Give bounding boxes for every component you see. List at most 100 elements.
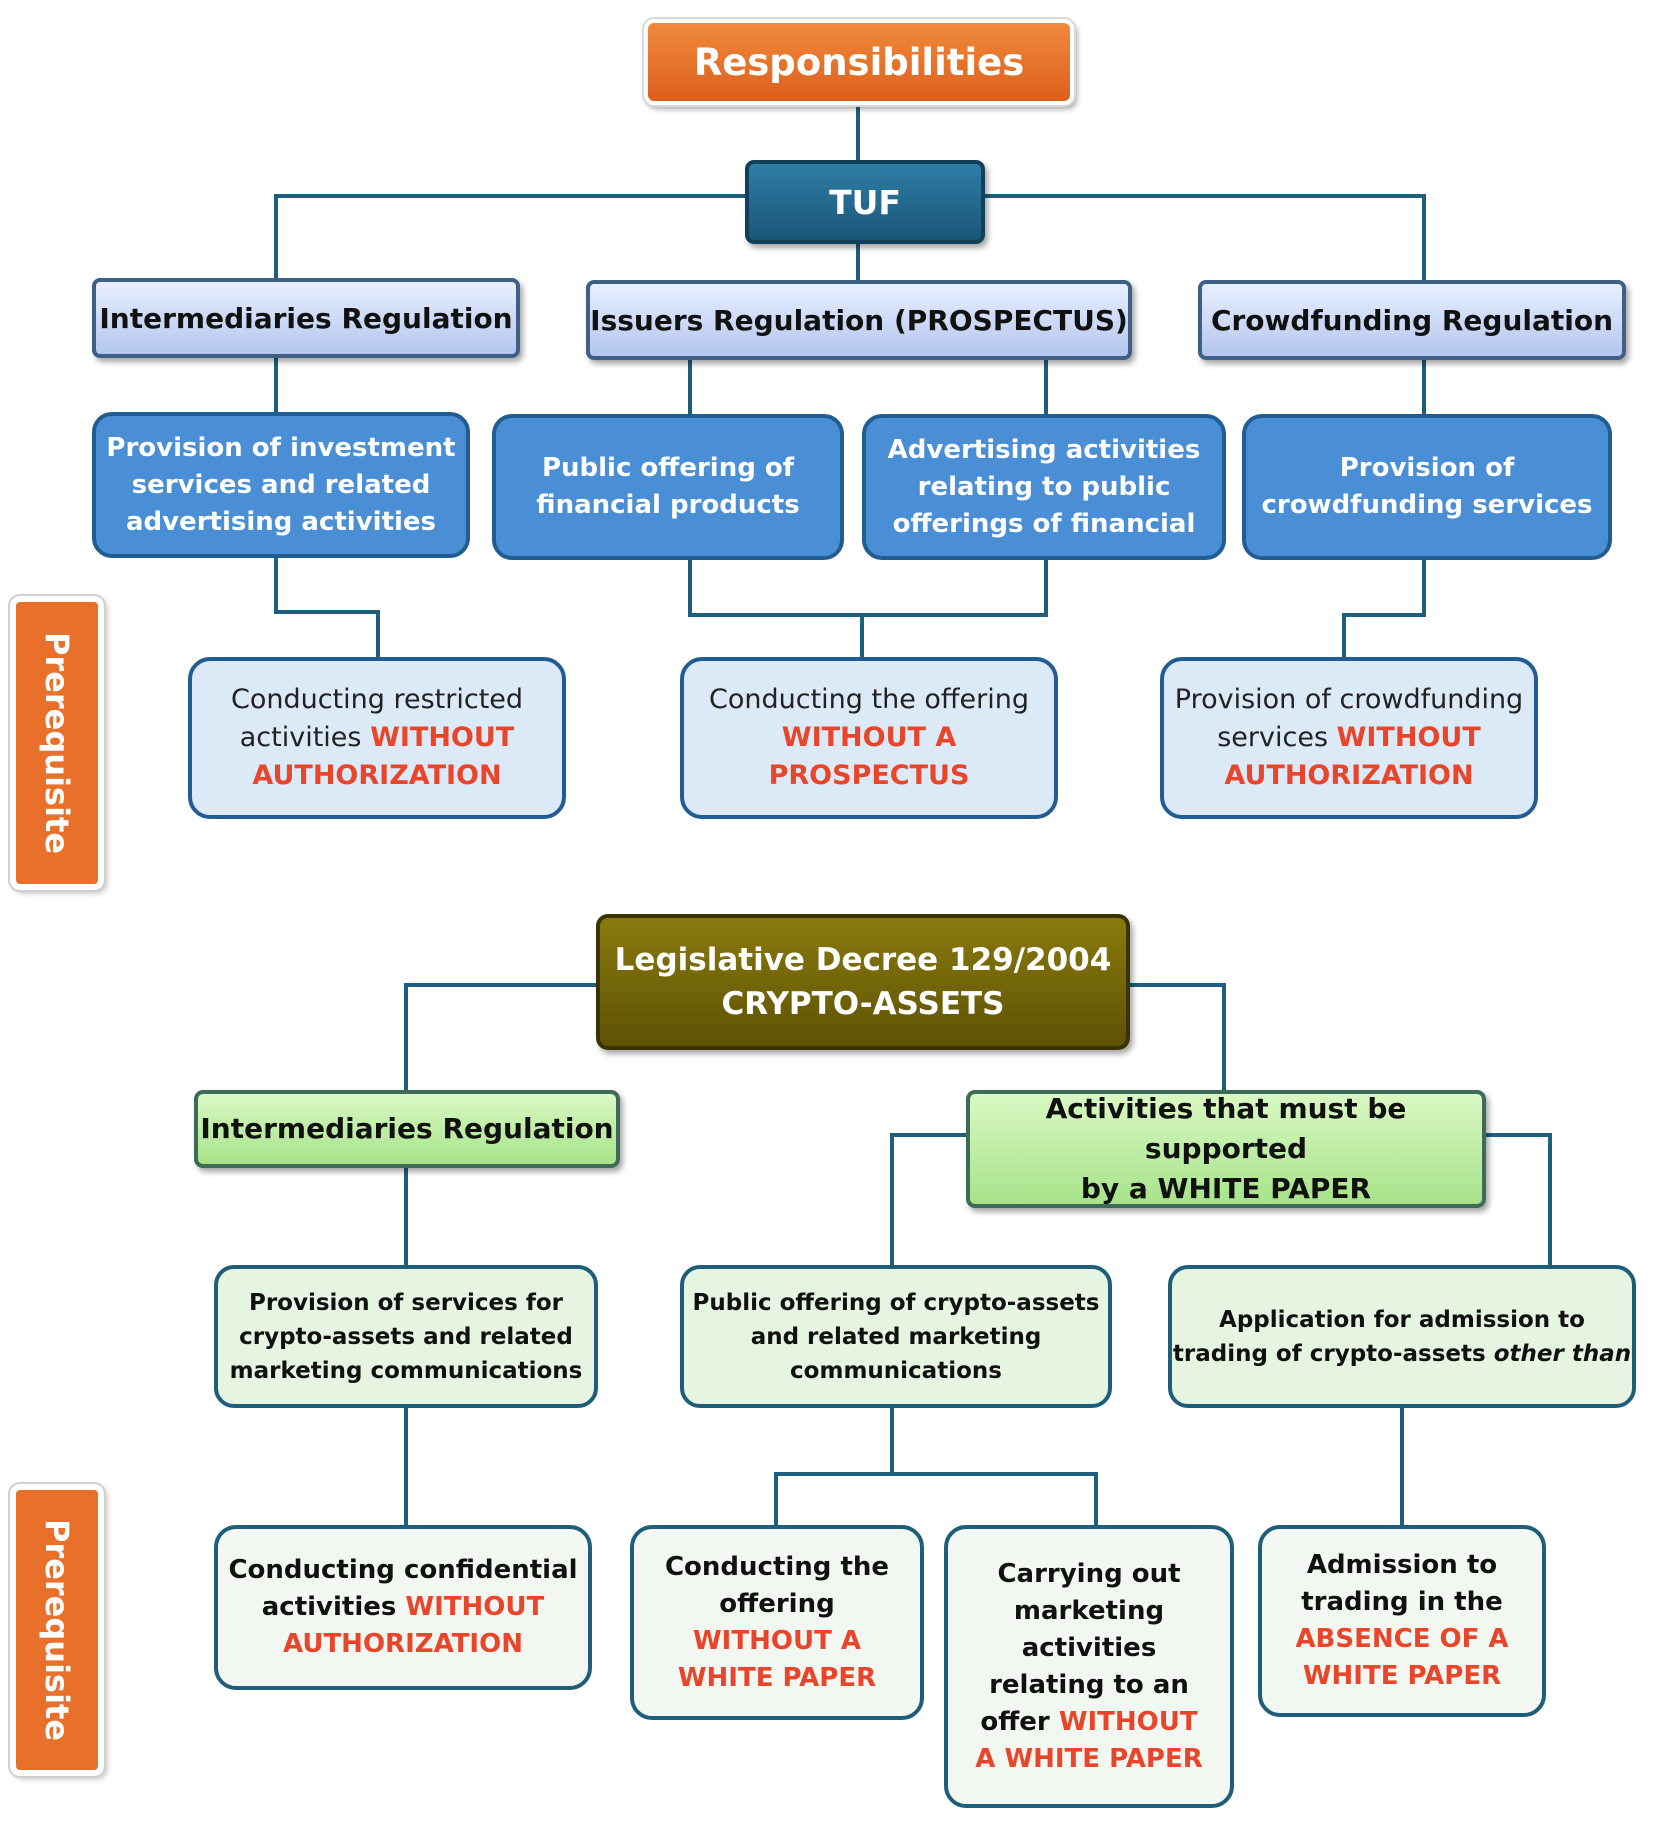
activity-line: Provision of services for: [248, 1289, 564, 1316]
prerequisite-text: offer: [980, 1706, 1059, 1737]
prerequisite-line: Conducting confidential: [228, 1555, 578, 1585]
prerequisite-line: relating to an: [989, 1669, 1189, 1700]
prerequisite-highlight: WITHOUT: [1058, 1706, 1198, 1737]
prerequisite-highlight: PROSPECTUS: [768, 760, 970, 791]
prerequisite-line: trading in the: [1301, 1587, 1503, 1617]
crowdfunding-regulation-label: Crowdfunding Regulation: [1210, 303, 1614, 337]
prerequisite-highlight: WHITE PAPER: [677, 1662, 877, 1693]
activity-line: Provision of investment: [106, 432, 456, 463]
prerequisite-prospectus-box: Conducting the offering WITHOUT A PROSPE…: [680, 657, 1058, 819]
prerequisite-line: activities WITHOUT: [240, 719, 514, 757]
responsibilities-title: Responsibilities: [642, 17, 1076, 107]
prerequisite-restricted-box: Conducting restricted activities WITHOUT…: [188, 657, 566, 819]
activity-line: relating to public: [917, 471, 1171, 502]
prerequisite-line: Conducting restricted: [230, 684, 524, 715]
prerequisite-highlight: WITHOUT: [405, 1592, 545, 1622]
connector: [274, 558, 380, 657]
activity-line: Public offering of: [541, 453, 795, 483]
prerequisite-highlight: WITHOUT: [370, 722, 515, 753]
crypto-services-box: Provision of services for crypto-assets …: [214, 1265, 598, 1408]
activity-line: Provision of: [1339, 453, 1515, 483]
decree-line: CRYPTO-ASSETS: [721, 986, 1005, 1022]
prerequisite-line: offering: [719, 1588, 835, 1619]
prerequisite-highlight: AUTHORIZATION: [283, 1629, 523, 1659]
intermediaries-regulation-box: Intermediaries Regulation: [92, 278, 520, 358]
activity-line: advertising activities: [125, 506, 437, 537]
prerequisite-admission-box: Admission to trading in the ABSENCE OF A…: [1258, 1525, 1546, 1717]
prerequisite-highlight: WITHOUT A: [693, 1625, 861, 1656]
prerequisite-highlight: ABSENCE OF A: [1295, 1624, 1509, 1654]
prerequisite-line: Carrying out: [997, 1558, 1181, 1589]
activity-line: services and related: [131, 469, 431, 500]
tuf-label: TUF: [829, 182, 901, 222]
crypto-admission-box: Application for admission to trading of …: [1168, 1265, 1636, 1408]
connector: [978, 194, 1426, 280]
connector: [890, 1133, 966, 1265]
prerequisite-line: Admission to: [1306, 1550, 1498, 1580]
connector: [1342, 560, 1426, 657]
connector: [774, 1408, 894, 1525]
activity-italic-text: other than: [1493, 1340, 1632, 1367]
responsibilities-label: Responsibilities: [693, 40, 1025, 84]
activity-line: financial products: [536, 490, 800, 520]
prerequisite-marketing-box: Carrying out marketing activities relati…: [944, 1525, 1234, 1808]
prerequisite-line: Provision of crowdfunding: [1174, 684, 1524, 715]
prerequisite-highlight: WITHOUT: [1336, 722, 1481, 753]
activity-line: Advertising activities: [887, 434, 1201, 465]
activity-text: trading of crypto-assets: [1172, 1340, 1494, 1367]
prerequisite-text: services: [1217, 722, 1337, 753]
connector: [274, 194, 745, 278]
prerequisite-crowdfunding-box: Provision of crowdfunding services WITHO…: [1160, 657, 1538, 819]
white-paper-activities-box: Activities that must be supported by a W…: [966, 1090, 1486, 1208]
public-offering-box: Public offering of financial products: [492, 414, 844, 560]
decree-line: Legislative Decree 129/2004: [614, 942, 1112, 978]
tuf-box: TUF: [745, 160, 985, 244]
crypto-intermediaries-label: Intermediaries Regulation: [200, 1112, 614, 1145]
crypto-intermediaries-regulation-box: Intermediaries Regulation: [194, 1090, 620, 1168]
activity-line: offerings of financial: [892, 508, 1196, 539]
activity-line: trading of crypto-assets other than: [1173, 1337, 1631, 1371]
prerequisite-line: Conducting the: [664, 1551, 890, 1582]
prerequisite-side-text: Prerequisite: [38, 631, 76, 855]
prerequisite-text: activities: [239, 722, 371, 753]
prerequisite-line: Conducting the offering: [709, 684, 1029, 715]
white-paper-line: by a WHITE PAPER: [1080, 1172, 1372, 1205]
prerequisite-confidential-box: Conducting confidential activities WITHO…: [214, 1525, 592, 1690]
prerequisite-side-label-bottom: Prerequisite: [8, 1482, 106, 1778]
prerequisite-line: services WITHOUT: [1217, 719, 1481, 757]
prerequisite-highlight: A WHITE PAPER: [975, 1743, 1203, 1774]
issuers-regulation-box: Issuers Regulation (PROSPECTUS): [586, 280, 1132, 360]
activity-line: Public offering of crypto-assets: [692, 1289, 1100, 1316]
activity-line: marketing communications: [229, 1357, 583, 1384]
prerequisite-highlight: AUTHORIZATION: [252, 760, 502, 791]
prerequisite-highlight: WHITE PAPER: [1302, 1661, 1502, 1691]
intermediaries-regulation-label: Intermediaries Regulation: [99, 301, 513, 335]
prerequisite-line: activities: [1021, 1632, 1157, 1663]
prerequisite-text: activities: [261, 1592, 406, 1622]
connector: [1486, 1133, 1552, 1265]
activity-line: and related marketing: [750, 1323, 1042, 1350]
activity-line: communications: [790, 1357, 1002, 1384]
crowdfunding-services-box: Provision of crowdfunding services: [1242, 414, 1612, 560]
activity-line: crowdfunding services: [1261, 490, 1593, 520]
activity-line: Application for admission to: [1219, 1306, 1585, 1333]
prerequisite-highlight: AUTHORIZATION: [1224, 760, 1474, 791]
connector: [1130, 983, 1226, 1090]
prerequisite-side-label-top: Prerequisite: [8, 594, 106, 892]
investment-services-box: Provision of investment services and rel…: [92, 412, 470, 558]
prerequisite-highlight: WITHOUT A: [781, 722, 957, 753]
crowdfunding-regulation-box: Crowdfunding Regulation: [1198, 280, 1626, 360]
prerequisite-white-paper-offering-box: Conducting the offering WITHOUT A WHITE …: [630, 1525, 924, 1720]
activity-line: crypto-assets and related: [239, 1323, 573, 1350]
prerequisite-line: offer WITHOUT: [980, 1704, 1197, 1741]
crypto-public-offering-box: Public offering of crypto-assets and rel…: [680, 1265, 1112, 1408]
connector: [892, 1472, 1098, 1525]
prerequisite-line: marketing: [1013, 1595, 1165, 1626]
white-paper-line: Activities that must be supported: [1045, 1092, 1407, 1165]
connector: [688, 560, 1048, 617]
issuers-regulation-label: Issuers Regulation (PROSPECTUS): [590, 303, 1128, 337]
advertising-activities-box: Advertising activities relating to publi…: [862, 414, 1226, 560]
legislative-decree-box: Legislative Decree 129/2004 CRYPTO-ASSET…: [596, 914, 1130, 1050]
prerequisite-side-text: Prerequisite: [38, 1518, 76, 1742]
